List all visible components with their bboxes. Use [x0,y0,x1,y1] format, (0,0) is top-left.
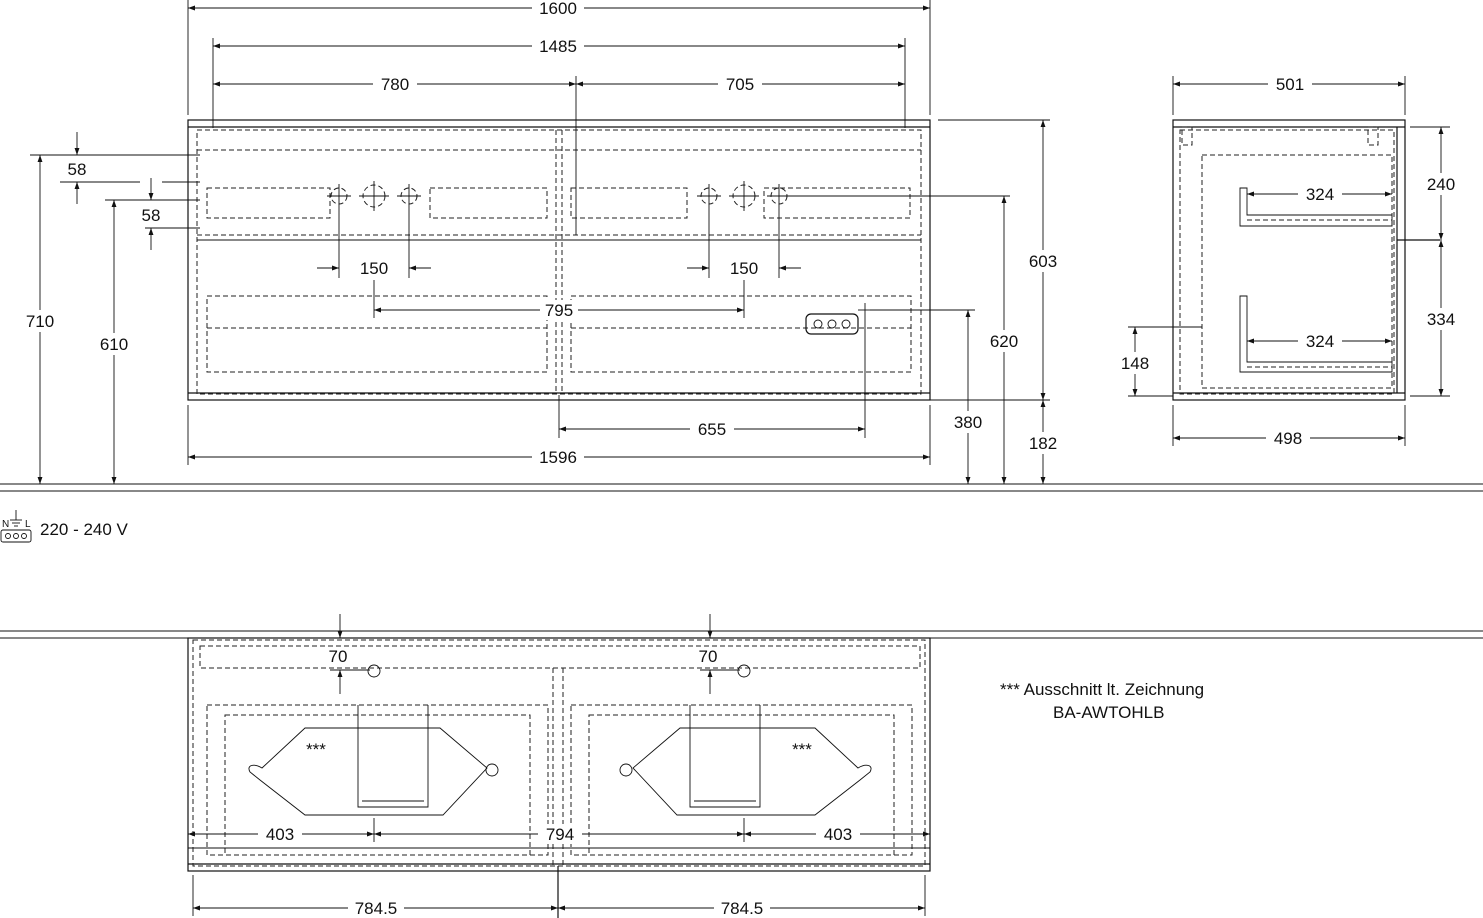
faucet-symbol-right [697,181,791,211]
dim-710: 710 [26,312,54,331]
dim-403-a: 403 [266,825,294,844]
dim-58-a: 58 [68,160,87,179]
dim-794: 794 [546,825,574,844]
basin-right [632,727,872,816]
dim-784-5-b: 784.5 [721,899,764,918]
basin-left [248,727,488,816]
dim-240: 240 [1427,175,1455,194]
dim-620: 620 [990,332,1018,351]
dim-150-a: 150 [360,259,388,278]
faucet-symbol-left [327,181,421,211]
dim-324-b: 324 [1306,332,1334,351]
svg-text:N: N [2,519,9,530]
dim-324-a: 324 [1306,185,1334,204]
power-supply-icon: N L [0,510,32,543]
dim-498: 498 [1274,429,1302,448]
power-socket-symbol [805,303,872,335]
note-line-1: *** Ausschnitt lt. Zeichnung [1000,680,1204,699]
dim-655: 655 [698,420,726,439]
dim-148: 148 [1121,354,1149,373]
note-line-2: BA-AWTOHLB [1053,703,1164,722]
dim-780: 780 [381,75,409,94]
dim-1596: 1596 [539,448,577,467]
top-view: *** *** 70 70 403 794 403 784.5 [187,614,931,918]
dim-705: 705 [726,75,754,94]
dim-70-a: 70 [329,647,348,666]
floor-line-lower [0,630,1483,639]
stars-right: *** [792,740,812,759]
dim-795: 795 [545,301,573,320]
dim-334: 334 [1427,310,1455,329]
dim-182: 182 [1029,434,1057,453]
stars-left: *** [306,740,326,759]
dim-1600: 1600 [539,0,577,18]
dim-603: 603 [1029,252,1057,271]
dim-610: 610 [100,335,128,354]
svg-text:L: L [25,519,31,530]
dim-1485: 1485 [539,37,577,56]
dim-58-b: 58 [142,206,161,225]
dim-150-b: 150 [730,259,758,278]
dim-501: 501 [1276,75,1304,94]
floor-line-upper [0,483,1483,492]
front-view: 1600 1485 780 705 58 58 710 610 [20,0,1064,484]
dim-403-b: 403 [824,825,852,844]
dim-784-5-a: 784.5 [355,899,398,918]
side-view: 501 324 324 240 334 148 498 [1114,74,1464,448]
voltage-label: 220 - 240 V [40,520,129,539]
dim-70-b: 70 [699,647,718,666]
dim-380: 380 [954,413,982,432]
